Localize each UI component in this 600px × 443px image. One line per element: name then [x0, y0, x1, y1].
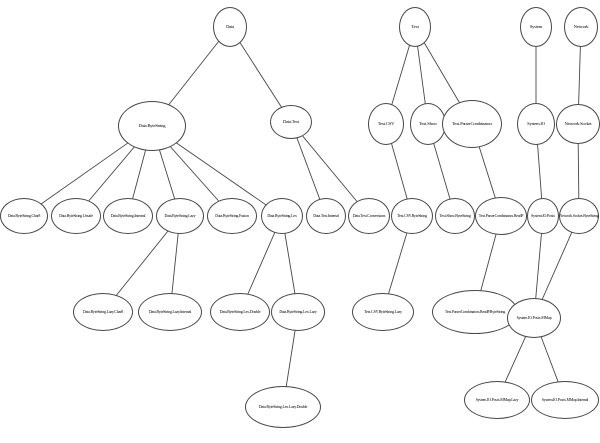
node-Text.CSV.ByteString.Lazy: Text.CSV.ByteString.Lazy	[352, 293, 414, 331]
node-Data.ByteString.Char8: Data.ByteString.Char8	[0, 198, 48, 234]
node-label: System.IO	[527, 121, 545, 127]
node-Data.Text: Data.Text	[270, 105, 312, 139]
node-Text.CSV: Text.CSV	[368, 103, 404, 145]
node-Data.ByteString.Lex: Data.ByteString.Lex	[261, 198, 303, 234]
node-Data.ByteString.Fusion: Data.ByteString.Fusion	[207, 198, 257, 234]
node-Data.ByteString.Lazy.Internal: Data.ByteString.Lazy.Internal	[138, 293, 202, 331]
node-label: Data.ByteString.Lex.Double	[219, 308, 261, 314]
node-label: Data.Text.Internal	[313, 212, 339, 218]
node-Data.ByteString.Lex.Lazy: Data.ByteString.Lex.Lazy	[271, 293, 325, 331]
node-label: System	[529, 24, 543, 30]
node-label: Data	[226, 24, 234, 30]
node-label: Text.Show	[419, 121, 437, 127]
node-label: Network.Socket	[564, 121, 592, 127]
node-label: Data.ByteString.Lex.Lazy	[279, 308, 317, 314]
node-label: Data.ByteString.Lex.Lazy.Double	[258, 403, 308, 409]
node-label: Data.ByteString.Fusion	[215, 212, 249, 218]
node-label: Data.ByteString.Internal	[110, 212, 146, 218]
node-System.IO.Posix.MMap.Lazy: System.IO.Posix.MMap.Lazy	[464, 381, 530, 419]
node-label: Data.Text	[282, 119, 300, 125]
node-label: Data.ByteString	[138, 123, 166, 129]
node-label: System.IO.Posix.MMap.Lazy	[475, 396, 519, 402]
node-System.IO.Posix.MMap: System.IO.Posix.MMap	[507, 298, 561, 338]
node-Data.ByteString.Lazy: Data.ByteString.Lazy	[156, 198, 204, 234]
node-label: Text.CSV.ByteString	[397, 212, 427, 218]
node-Network.Socket: Network.Socket	[556, 104, 600, 144]
node-label: Text.ParserCombinators	[451, 121, 493, 127]
node-label: Data.ByteString.Lazy.Internal	[148, 308, 192, 314]
node-label: Data.ByteString.Unsafe	[59, 212, 93, 218]
node-Text: Text	[399, 7, 431, 47]
node-Data.ByteString.Lazy.Char8: Data.ByteString.Lazy.Char8	[73, 293, 133, 331]
node-Data.ByteString.Lex.Double: Data.ByteString.Lex.Double	[210, 293, 270, 331]
node-label: Data.ByteString.Lazy.Char8	[82, 308, 124, 314]
node-Data.ByteString.Internal: Data.ByteString.Internal	[103, 198, 153, 234]
node-label: Text.ParserCombinators.ReadP	[478, 212, 524, 218]
node-System: System	[520, 7, 552, 47]
node-Data: Data	[213, 7, 247, 47]
node-Network: Network	[564, 7, 598, 47]
node-label: Data.ByteString.Char8	[7, 212, 41, 218]
node-label: Text.CSV.ByteString.Lazy	[364, 308, 402, 314]
node-label: Text.ParserCombinators.ReadP.ByteString	[444, 308, 506, 314]
node-Text.ParserCombinators.ReadP: Text.ParserCombinators.ReadP	[475, 197, 527, 235]
node-Text.CSV.ByteString: Text.CSV.ByteString	[391, 198, 433, 234]
node-label: Data.Text.Conversions	[352, 212, 386, 218]
node-label: Data.ByteString.Lex	[267, 212, 297, 218]
node-System.IO: System.IO	[517, 103, 555, 145]
node-Network.Socket.ByteString: Network.Socket.ByteString	[559, 198, 599, 234]
node-label: System.IO.Posix.MMap.Internal	[541, 396, 589, 402]
node-label: System.IO.Posix	[531, 212, 555, 218]
node-label: Text.Show.ByteString	[439, 212, 471, 218]
node-Data.ByteString.Lex.Lazy.Double: Data.ByteString.Lex.Lazy.Double	[245, 386, 321, 428]
node-Text.Show.ByteString: Text.Show.ByteString	[435, 198, 475, 234]
node-Text.ParserCombinators.ReadP.ByteString: Text.ParserCombinators.ReadP.ByteString	[432, 290, 518, 334]
node-System.IO.Posix: System.IO.Posix	[527, 198, 559, 234]
node-label: Network.Socket.ByteString	[559, 212, 599, 218]
node-label: Network	[573, 24, 589, 30]
node-System.IO.Posix.MMap.Internal: System.IO.Posix.MMap.Internal	[531, 381, 599, 419]
node-Text.Show: Text.Show	[410, 103, 446, 145]
node-label: Text	[411, 24, 419, 30]
node-Data.ByteString: Data.ByteString	[118, 101, 186, 151]
node-label: System.IO.Posix.MMap	[516, 314, 552, 320]
node-Data.Text.Internal: Data.Text.Internal	[306, 198, 346, 234]
node-Data.Text.Conversions: Data.Text.Conversions	[348, 198, 390, 234]
node-label: Text.CSV	[377, 121, 395, 127]
node-Data.ByteString.Unsafe: Data.ByteString.Unsafe	[51, 198, 101, 234]
node-Text.ParserCombinators: Text.ParserCombinators	[442, 100, 502, 148]
node-label: Data.ByteString.Lazy	[164, 212, 196, 218]
